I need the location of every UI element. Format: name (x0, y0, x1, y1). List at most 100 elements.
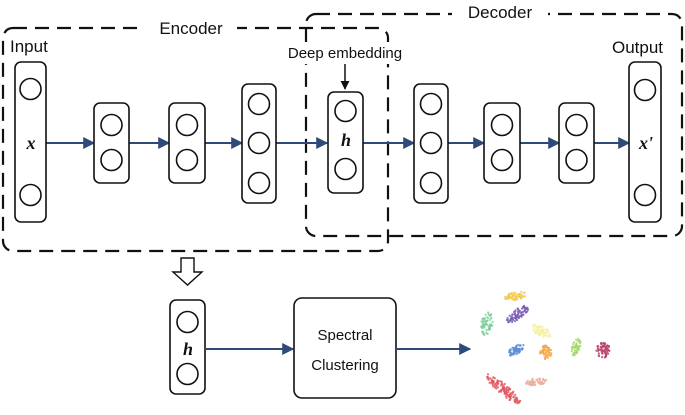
cluster-point (517, 347, 520, 350)
cluster-point (541, 332, 544, 335)
cluster-point (572, 342, 575, 346)
cluster-point (515, 317, 518, 320)
neuron (100, 113, 123, 137)
cluster-point (504, 295, 507, 298)
cluster-3 (480, 311, 494, 336)
cluster-point (521, 310, 525, 314)
encoder-title-bg (145, 15, 237, 39)
cluster-point (531, 377, 534, 380)
neuron (247, 92, 271, 116)
cluster-point (513, 398, 516, 401)
cluster-point (518, 294, 521, 297)
cluster-point (505, 318, 509, 322)
cluster-point (517, 311, 520, 314)
cluster-point (605, 347, 608, 350)
cluster-point (597, 352, 600, 355)
cluster-point (487, 313, 490, 316)
cluster-point (517, 316, 520, 320)
input-variable: x (26, 133, 36, 153)
cluster-point (541, 379, 545, 382)
cluster-point (530, 381, 534, 384)
cluster-point (514, 393, 517, 396)
cluster-point (545, 349, 548, 352)
hollow-down-arrow (171, 257, 204, 286)
cluster-point (577, 339, 580, 342)
cluster-point (605, 353, 608, 356)
neuron (633, 78, 657, 102)
neuron (565, 113, 588, 137)
cluster-point (602, 341, 606, 345)
neuron (490, 148, 514, 172)
neuron (100, 148, 123, 172)
cluster-point (489, 318, 492, 321)
cluster-point (514, 310, 517, 313)
cluster-point (537, 332, 540, 335)
cluster-point (574, 351, 577, 354)
cluster-point (513, 316, 516, 320)
cluster-point (490, 317, 493, 320)
cluster-point (524, 306, 527, 309)
cluster-point (489, 314, 492, 317)
cluster-point (595, 349, 598, 352)
cluster-point (508, 314, 511, 317)
cluster-point (540, 330, 543, 333)
cluster-5 (508, 343, 525, 357)
cluster-point (606, 344, 609, 347)
cluster-point (522, 344, 525, 347)
cluster-point (526, 308, 529, 311)
cluster-point (603, 356, 607, 359)
cluster-point (519, 310, 522, 313)
cluster-point (601, 350, 604, 353)
neuron (490, 113, 514, 137)
neuron (175, 148, 199, 172)
cluster-point (517, 351, 521, 354)
cluster-point (491, 382, 494, 385)
cluster-point (546, 354, 549, 357)
cluster-point (487, 325, 490, 328)
neuron (19, 183, 42, 207)
cluster-2 (505, 304, 530, 324)
cluster-point (511, 320, 514, 324)
neuron (334, 99, 357, 123)
cluster-point (489, 381, 492, 384)
cluster-point (575, 338, 578, 341)
cluster-point (520, 293, 523, 297)
cluster-point (535, 326, 538, 329)
cluster-point (543, 380, 546, 383)
cluster-point (517, 343, 520, 346)
cluster-point (597, 354, 600, 357)
cluster-point (513, 312, 517, 315)
cluster-point (486, 319, 489, 322)
cluster-point (537, 377, 540, 380)
cluster-point (511, 318, 515, 322)
bottleneck-layer (327, 91, 364, 194)
output-label: Output (612, 38, 663, 57)
cluster-point (510, 392, 513, 395)
cluster-point (508, 292, 511, 295)
cluster-point (504, 297, 507, 300)
cluster-point (482, 330, 485, 333)
embedding-annotation-bg (279, 42, 411, 64)
cluster-point (511, 316, 514, 319)
cluster-point (521, 347, 524, 350)
spectral-clustering-box (293, 297, 397, 399)
cluster-point (575, 344, 578, 347)
cluster-point (578, 342, 581, 345)
neuron (633, 183, 657, 207)
cluster-point (547, 330, 550, 334)
encoder-layer-1 (93, 102, 130, 184)
cluster-point (507, 390, 510, 394)
cluster-point (488, 328, 491, 331)
cluster-point (515, 298, 519, 301)
neuron (19, 77, 42, 101)
cluster-point (507, 388, 510, 391)
cluster-point (496, 386, 500, 389)
cluster-point (527, 383, 531, 386)
cluster-8 (595, 341, 611, 359)
cluster-point (577, 348, 581, 351)
cluster-point (515, 345, 518, 348)
cluster-point (499, 380, 502, 383)
cluster-point (487, 378, 490, 381)
